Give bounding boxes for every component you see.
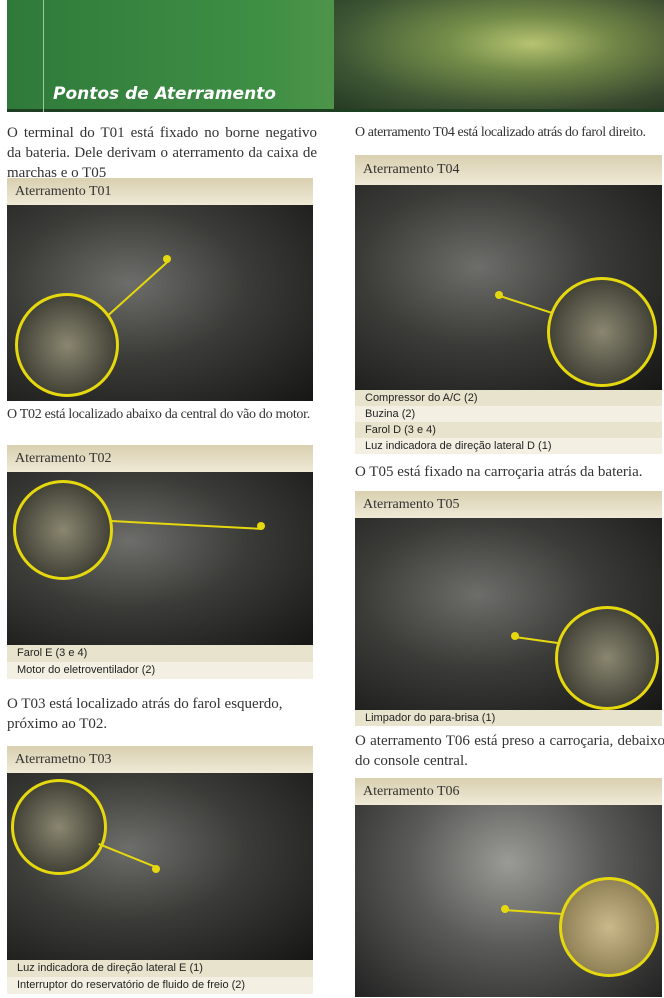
banner-divider bbox=[43, 0, 44, 112]
caption-item: Farol D (3 e 4) bbox=[355, 422, 662, 438]
pointer-line bbox=[98, 843, 155, 868]
caption-item: Motor do eletroventilador (2) bbox=[7, 662, 313, 679]
t02-photo bbox=[7, 472, 313, 645]
zoom-circle bbox=[13, 480, 113, 580]
caption-item: Interruptor do reservatório de fluido de… bbox=[7, 977, 313, 994]
ground-point bbox=[257, 522, 265, 530]
zoom-circle bbox=[555, 606, 659, 710]
zoom-circle bbox=[547, 277, 657, 387]
caption-item: Buzina (2) bbox=[355, 406, 662, 422]
ground-point bbox=[163, 255, 171, 263]
t05-description: O T05 está fixado na carroçaria atrás da… bbox=[355, 464, 643, 480]
zoom-circle bbox=[559, 877, 659, 977]
t02-description: O T02 está localizado abaixo da central … bbox=[7, 407, 310, 422]
caption-item: Limpador do para-brisa (1) bbox=[355, 710, 662, 726]
t03-header: Aterrametno T03 bbox=[7, 746, 313, 773]
caption-item: Luz indicadora de direção lateral D (1) bbox=[355, 438, 662, 454]
ground-point bbox=[152, 865, 160, 873]
caption-item: Farol E (3 e 4) bbox=[7, 645, 313, 662]
t06-description: O aterramento T06 está preso a carroçari… bbox=[355, 733, 664, 769]
t03-photo bbox=[7, 773, 313, 960]
caption-item: Luz indicadora de direção lateral E (1) bbox=[7, 960, 313, 977]
t01-description: O terminal do T01 está fixado no borne n… bbox=[7, 125, 317, 181]
ground-point bbox=[495, 291, 503, 299]
zoom-circle bbox=[15, 293, 119, 397]
pointer-line bbox=[514, 636, 561, 645]
t06-photo bbox=[355, 805, 662, 997]
t03-description: O T03 está localizado atrás do farol esq… bbox=[7, 696, 283, 732]
ground-point bbox=[511, 632, 519, 640]
t05-header: Aterramento T05 bbox=[355, 491, 662, 518]
pointer-line bbox=[499, 295, 553, 314]
header-banner: Pontos de Aterramento bbox=[7, 0, 664, 112]
t01-header: Aterramento T01 bbox=[7, 178, 313, 205]
pointer-line bbox=[107, 261, 168, 317]
t05-photo bbox=[355, 518, 662, 710]
pointer-line bbox=[504, 909, 561, 915]
pointer-line bbox=[110, 520, 261, 530]
zoom-circle bbox=[11, 779, 107, 875]
t02-header: Aterramento T02 bbox=[7, 445, 313, 472]
page-title: Pontos de Aterramento bbox=[53, 84, 276, 104]
caption-item: Compressor do A/C (2) bbox=[355, 390, 662, 406]
t04-photo bbox=[355, 185, 662, 390]
t04-header: Aterramento T04 bbox=[355, 155, 662, 185]
t01-photo bbox=[7, 205, 313, 401]
t04-description: O aterramento T04 está localizado atrás … bbox=[355, 125, 646, 140]
banner-photo bbox=[334, 0, 664, 109]
t06-header: Aterramento T06 bbox=[355, 778, 662, 805]
ground-point bbox=[501, 905, 509, 913]
